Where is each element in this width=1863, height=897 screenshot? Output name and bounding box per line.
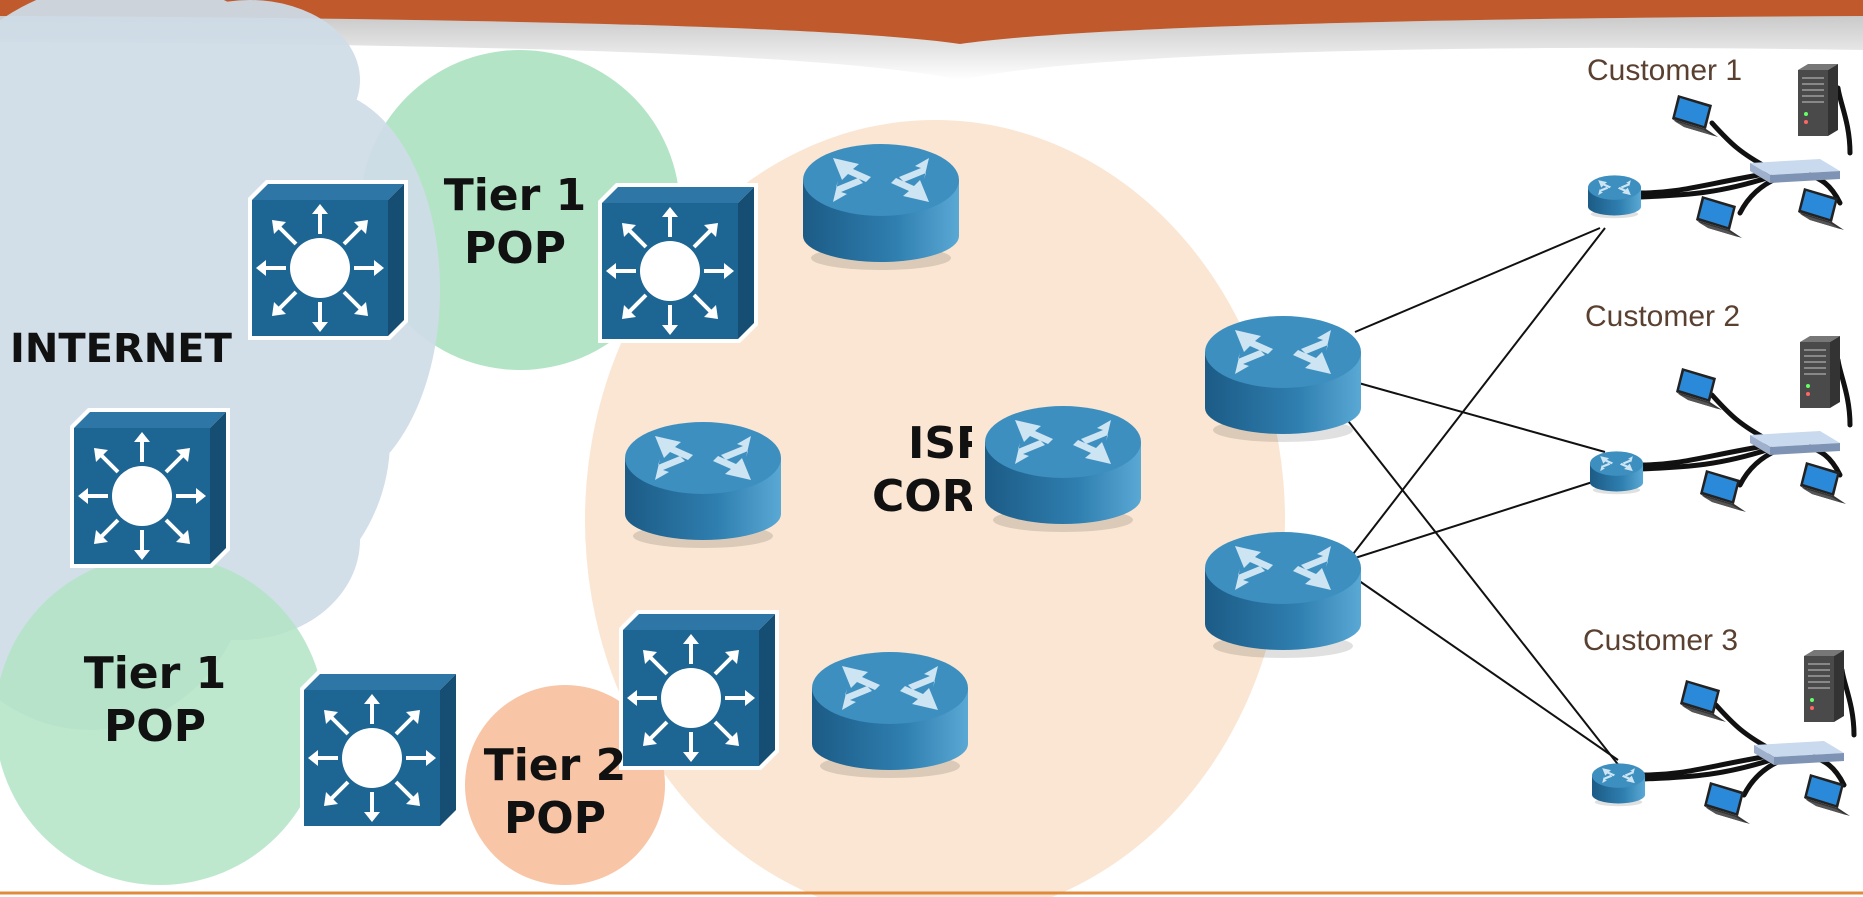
customer-1-label: Customer 1 [1587,54,1743,87]
isp-core-label: ISP CORE [872,418,972,524]
laptop-icon [1676,368,1722,410]
tier1-pop-bottom-line2: POP [104,700,206,752]
customer-1-network [1588,63,1850,238]
router-icon [1592,763,1646,807]
router-icon [1205,532,1361,658]
customer-2-network [1590,335,1850,512]
router-icon [1588,175,1642,219]
tier2-pop-line2: POP [504,792,606,844]
switch-icon [617,608,781,772]
top-banner [0,0,1863,80]
switch-icon [596,181,760,345]
customer-2-label: Customer 2 [1585,300,1741,333]
customer-3-label: Customer 3 [1583,624,1739,657]
tier1-pop-top-line1: Tier 1 [443,170,587,221]
router-icon [625,422,781,548]
server-icon [1797,63,1839,137]
laptop-icon [1680,680,1726,722]
router-icon [1590,451,1644,495]
switch-icon [68,406,232,570]
internet-label: INTERNET [10,326,232,372]
tier2-pop-region [465,685,665,885]
tier1-pop-top-label: Tier 1 POP [440,170,590,276]
server-icon [1803,649,1845,723]
router-icon [1205,316,1361,442]
isp-core-line1: ISP [908,418,972,469]
switch-icon [246,178,410,342]
tier1-pop-bottom-label: Tier 1 POP [80,648,230,754]
tier2-pop-line1: Tier 2 [483,740,627,791]
laptop-icon [1696,196,1742,238]
isp-core-line2: CORE [872,470,972,522]
tier1-pop-top-line2: POP [464,222,566,274]
laptop-icon [1700,470,1746,512]
tier1-pop-bottom-line1: Tier 1 [83,648,227,699]
customer-3-network [1592,649,1854,824]
laptop-icon [1704,782,1750,824]
server-icon [1799,335,1841,409]
connection-lines [1337,227,1621,768]
switch-icon [298,668,462,832]
router-icon [812,652,968,778]
router-icon [985,406,1141,532]
laptop-icon [1672,95,1718,137]
router-icon [803,144,959,270]
tier1-pop-bottom-region [0,555,325,885]
tier2-pop-label: Tier 2 POP [480,740,630,846]
